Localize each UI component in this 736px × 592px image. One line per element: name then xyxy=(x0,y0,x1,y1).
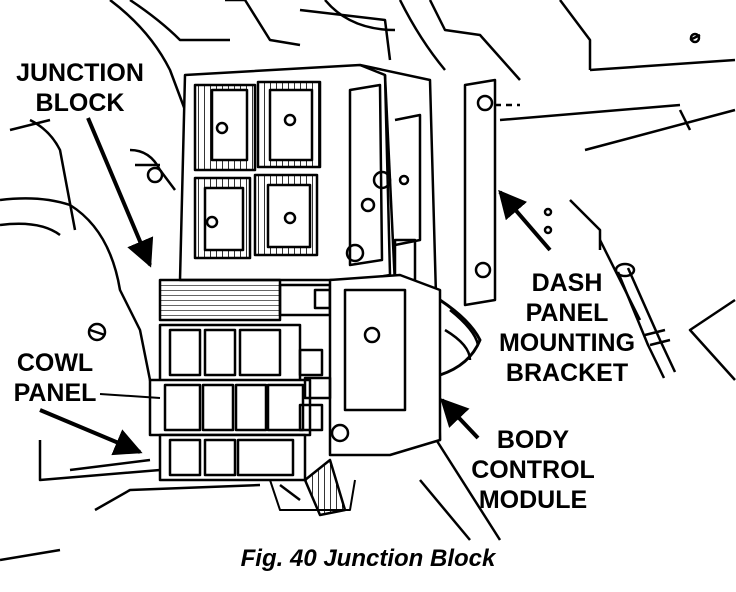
bracket-label-line4: BRACKET xyxy=(505,359,629,387)
cowl-panel-label-line1: COWL xyxy=(16,349,94,377)
junction-block-label-line2: BLOCK xyxy=(35,89,125,117)
figure-caption: Fig. 40 Junction Block xyxy=(240,545,496,572)
body-control-module-label: BODY CONTROL MODULE xyxy=(448,425,618,515)
bracket-label-line2: PANEL xyxy=(525,299,609,327)
bracket-arrow xyxy=(498,189,552,252)
bcm-label-line3: MODULE xyxy=(478,486,588,514)
junction-block-label-line1: JUNCTION xyxy=(16,59,144,87)
leader-arrows xyxy=(39,117,552,456)
cowl-panel-leader xyxy=(99,393,161,399)
cowl-panel-arrow xyxy=(39,408,143,456)
junction-block-label: JUNCTION BLOCK xyxy=(5,58,155,118)
cowl-panel-label-line2: PANEL xyxy=(13,379,97,407)
junction-block-housing xyxy=(148,63,442,517)
cowl-panel-label: COWL PANEL xyxy=(5,348,105,408)
background-structure xyxy=(0,0,736,562)
dash-panel-mounting-bracket xyxy=(439,78,553,377)
bcm-label-line2: CONTROL xyxy=(471,456,595,484)
dash-panel-mounting-bracket-label: DASH PANEL MOUNTING BRACKET xyxy=(482,268,652,388)
bracket-label-line1: DASH xyxy=(531,269,603,297)
bcm-label-line1: BODY xyxy=(496,426,570,454)
bcm-arrow xyxy=(440,397,480,440)
bracket-label-line3: MOUNTING xyxy=(498,329,636,357)
junction-block-arrow xyxy=(86,117,154,268)
